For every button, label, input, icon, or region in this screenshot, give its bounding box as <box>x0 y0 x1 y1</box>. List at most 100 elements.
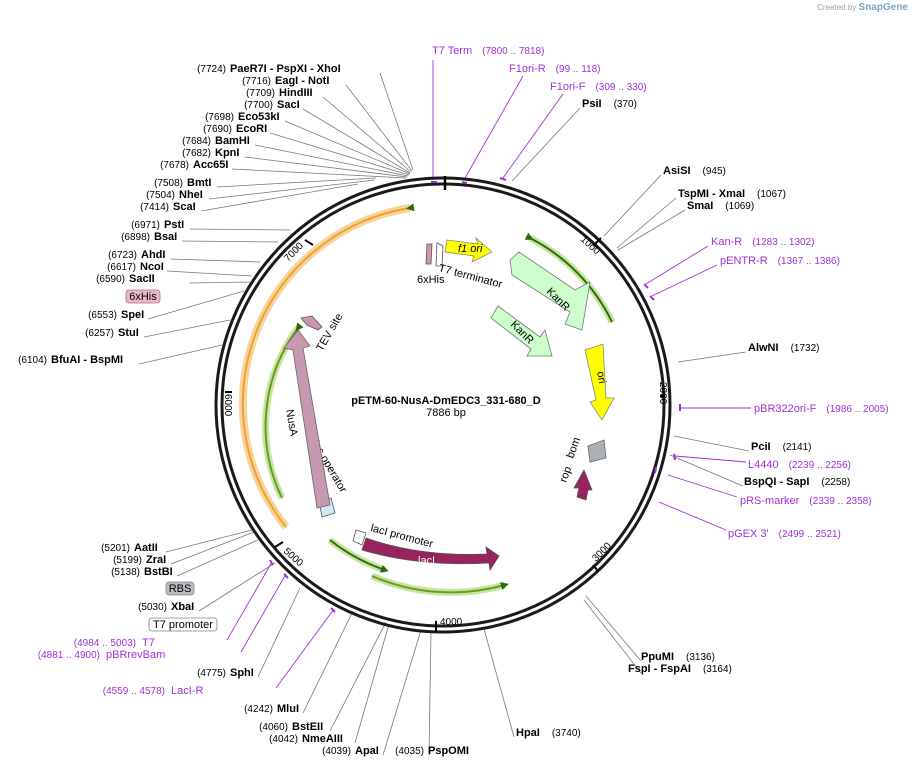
site-psti: (6971) PstI <box>131 219 184 231</box>
site-nmeaiii: (4042)NmeAIII <box>269 733 343 745</box>
orf-arc-laci <box>371 575 509 594</box>
site-zrai: (5199)ZraI <box>113 554 166 566</box>
site-bamhi: (7684) BamHI <box>182 135 250 147</box>
site-apai: (4039)ApaI <box>322 745 379 757</box>
site-position: (7698) <box>205 112 234 123</box>
site-eco53ki: (7698)Eco53kI <box>205 111 280 123</box>
site-pcii: (2141)PciI <box>751 441 811 453</box>
label-text: RBS <box>169 583 192 595</box>
site-name: KpnI <box>215 147 239 159</box>
site-sphi: (4775)SphI <box>197 667 254 679</box>
feature-kanr-1 <box>509 251 591 331</box>
site-position: (7724) <box>197 64 226 75</box>
primer-name: F1ori-F <box>550 81 586 93</box>
tick-label-4000: 4000 <box>440 617 463 628</box>
primer-name: pBRrevBam <box>106 649 165 661</box>
primer-f1ori-r: F1ori-R(99 .. 118) <box>509 63 601 75</box>
primer-t7: T7(4984 .. 5003) <box>74 637 155 649</box>
site-position: (7678) <box>160 160 189 171</box>
site-mlui: (4242)MluI <box>244 703 299 715</box>
site-bmti: (7508) BmtI <box>154 177 211 189</box>
site-bfuai-bspmi: (6104) BfuAI - BspMI <box>18 354 123 366</box>
site-position: (3136) <box>686 652 715 663</box>
site-name: BstEII <box>292 721 323 733</box>
site-position: (6104) <box>18 355 47 366</box>
site-position: (7508) <box>154 178 183 189</box>
primer-f1ori-f: F1ori-F(309 .. 330) <box>550 81 647 93</box>
site-position: (7700) <box>244 100 273 111</box>
primer-position: (1986 .. 2005) <box>826 404 888 415</box>
site-position: (5201) <box>101 543 130 554</box>
label-t7-terminator: T7 terminator <box>437 262 504 291</box>
site-position: (6971) <box>131 220 160 231</box>
site-name: BfuAI - BspMI <box>51 354 123 366</box>
site-name: PstI <box>164 219 184 231</box>
tick-label-3000: 3000 <box>590 540 614 564</box>
site-name: NmeAIII <box>302 733 343 745</box>
label-bom: bom <box>565 436 584 460</box>
scale-ticks <box>225 237 665 632</box>
primer-name: pRS-marker <box>740 495 800 507</box>
site-name: PaeR7I - PspXI - XhoI <box>230 63 341 75</box>
site-sacii: (6590)SacII <box>96 273 155 285</box>
feature-t7-terminator <box>435 242 444 267</box>
site-psii: (370)PsiI <box>582 98 637 110</box>
site-position: (7684) <box>182 136 211 147</box>
site-position: (4039) <box>322 746 351 757</box>
site-position: (945) <box>703 166 726 177</box>
site-smai: (1069)SmaI <box>687 200 754 212</box>
site-position: (7414) <box>140 202 169 213</box>
site-name: BmtI <box>187 177 211 189</box>
primer-position: (4881 .. 4900) <box>38 650 100 661</box>
feature-laci-promoter <box>352 529 367 546</box>
feature-nusa <box>283 329 331 509</box>
orf-arc-orange <box>241 203 415 528</box>
site-position: (7690) <box>203 124 232 135</box>
site-position: (4242) <box>244 704 273 715</box>
site-kpni: (7682) KpnI <box>182 147 239 159</box>
site-position: (7682) <box>182 148 211 159</box>
site-stui: (6257)StuI <box>85 327 139 339</box>
primer-position: (4984 .. 5003) <box>74 638 136 649</box>
site-name: SpeI <box>121 309 144 321</box>
site-position: (6723) <box>108 250 137 261</box>
backbone-outer <box>214 176 672 634</box>
primer-name: F1ori-R <box>509 63 546 75</box>
site-name: SacI <box>277 99 300 111</box>
label-text: T7 promoter <box>153 619 213 631</box>
label-f1-ori: f1 ori <box>458 243 483 255</box>
site-position: (3164) <box>703 664 732 675</box>
feature-f1-ori <box>444 236 493 263</box>
label-box <box>148 617 218 632</box>
primer-name: LacI-R <box>171 685 203 697</box>
site-name: ScaI <box>173 201 196 213</box>
site-name: BamHI <box>215 135 250 147</box>
site-name: ZraI <box>146 554 166 566</box>
site-ecori: (7690)EcoRI <box>203 123 267 135</box>
site-position: (1067) <box>757 189 786 200</box>
site-name: AatII <box>134 542 158 554</box>
site-paer7i-pspxi-xhoi: (7724) PaeR7I - PspXI - XhoI <box>197 63 341 75</box>
feature-6xhis <box>425 243 433 265</box>
primer-t7-term: T7 Term(7800 .. 7818) <box>432 45 544 57</box>
site-name: BspQI - SapI <box>744 476 809 488</box>
primer-leader-lines <box>226 60 751 689</box>
label-nusa: NusA <box>283 408 300 437</box>
primer-name: L4440 <box>748 459 779 471</box>
label-box <box>165 581 195 596</box>
site-name: HindIII <box>279 87 313 99</box>
orf-arc-orange-glow <box>238 204 411 530</box>
site-position: (6898) <box>121 232 150 243</box>
primer-position: (7800 .. 7818) <box>482 46 544 57</box>
site-position: (1069) <box>725 201 754 212</box>
site-position: (5030) <box>138 602 167 613</box>
site-position: (7709) <box>246 88 275 99</box>
site-name: NcoI <box>140 261 164 273</box>
site-position: (4060) <box>259 722 288 733</box>
primer-kan-r: Kan-R(1283 .. 1302) <box>711 236 814 248</box>
site-name: PciI <box>751 441 771 453</box>
site-position: (4775) <box>197 668 226 679</box>
site-position: (4035) <box>395 746 424 757</box>
feature-ori <box>584 343 615 421</box>
feature-kanr-2 <box>490 305 553 357</box>
